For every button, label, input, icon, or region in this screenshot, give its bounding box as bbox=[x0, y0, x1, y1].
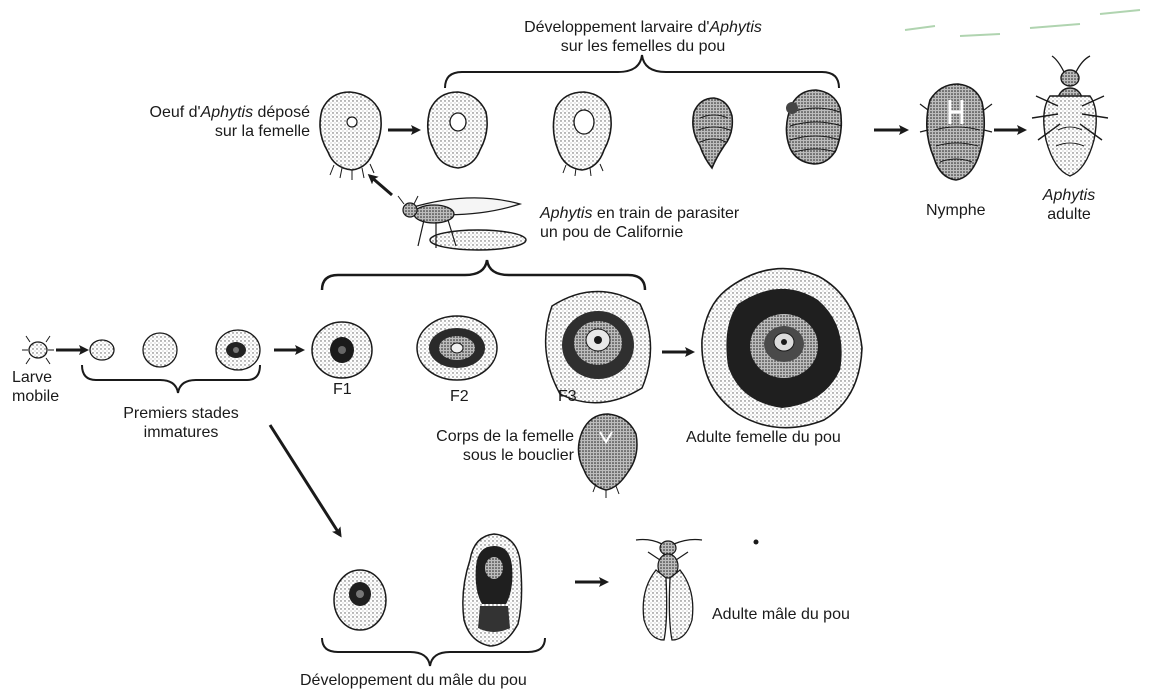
larval-development-title: Développement larvaire d'Aphytis sur les… bbox=[488, 18, 798, 56]
f3-label-text: F3 bbox=[558, 388, 577, 405]
adult-female-text: Adulte femelle du pou bbox=[686, 429, 841, 446]
early-stage-3-figure bbox=[216, 330, 260, 370]
f2-figure bbox=[417, 316, 497, 380]
parasitizing-line2: un pou de Californie bbox=[540, 224, 683, 241]
larval-title-text: Développement larvaire d' bbox=[524, 19, 709, 36]
adult-male-label: Adulte mâle du pou bbox=[712, 605, 850, 624]
arrow-early-to-male bbox=[270, 425, 340, 535]
adult-aphytis-name: Aphytis bbox=[1043, 187, 1095, 204]
adult-female-scale-figure bbox=[702, 269, 862, 428]
egg-label: Oeuf d'Aphytis déposé sur la femelle bbox=[96, 103, 310, 141]
nymph-figure bbox=[920, 84, 992, 180]
early-stage-2-figure bbox=[143, 333, 177, 367]
decorative-smudge bbox=[905, 10, 1140, 36]
egg-label-line2: sur la femelle bbox=[215, 123, 310, 140]
female-body-figure bbox=[578, 414, 637, 498]
parasitizing-aphytis: Aphytis bbox=[540, 205, 592, 222]
crawler-label: Larve mobile bbox=[12, 368, 59, 406]
bracket-male-development bbox=[322, 638, 545, 666]
larva-stage-1-figure bbox=[428, 92, 487, 168]
aphytis-adult-figure bbox=[1032, 56, 1108, 176]
nymph-label-text: Nymphe bbox=[926, 202, 986, 219]
female-body-line1: Corps de la femelle bbox=[436, 428, 574, 445]
adult-aphytis-label: Aphytis adulte bbox=[1024, 186, 1114, 224]
larva-stage-3-figure bbox=[693, 98, 732, 168]
early-stages-line2: immatures bbox=[144, 424, 219, 441]
larval-title-line2: sur les femelles du pou bbox=[561, 38, 726, 55]
larva-stage-4-figure bbox=[786, 90, 842, 164]
arrow-wasp-to-egg bbox=[370, 176, 392, 195]
female-body-label: Corps de la femelle sous le bouclier bbox=[398, 427, 574, 465]
egg-label-aphytis: Aphytis bbox=[201, 104, 253, 121]
parasitizing-text: en train de parasiter bbox=[592, 205, 739, 222]
crawler-label-line2: mobile bbox=[12, 388, 59, 405]
early-stages-line1: Premiers stades bbox=[123, 405, 239, 422]
egg-label-text: Oeuf d' bbox=[150, 104, 201, 121]
nymph-label: Nymphe bbox=[926, 201, 986, 220]
male-stage-1-figure bbox=[334, 570, 386, 630]
larval-title-aphytis: Aphytis bbox=[709, 19, 761, 36]
crawler-label-line1: Larve bbox=[12, 369, 52, 386]
parasitizing-label: Aphytis en train de parasiter un pou de … bbox=[540, 204, 739, 242]
f1-label: F1 bbox=[333, 380, 352, 399]
f1-label-text: F1 bbox=[333, 381, 352, 398]
male-development-text: Développement du mâle du pou bbox=[300, 672, 527, 689]
adult-female-label: Adulte femelle du pou bbox=[686, 428, 841, 447]
egg-label-deposited: déposé bbox=[253, 104, 310, 121]
f2-label: F2 bbox=[450, 387, 469, 406]
aphytis-parasitizing-figure bbox=[398, 196, 526, 250]
early-stages-label: Premiers stades immatures bbox=[96, 404, 266, 442]
bracket-female-stages bbox=[322, 260, 645, 290]
crawler-figure bbox=[22, 336, 54, 364]
egg-on-female-figure bbox=[320, 92, 381, 180]
larva-stage-2-figure bbox=[553, 92, 611, 176]
adult-male-scale-figure bbox=[636, 540, 759, 641]
bracket-larval-development bbox=[445, 55, 839, 88]
f3-figure bbox=[546, 291, 651, 402]
male-development-label: Développement du mâle du pou bbox=[300, 671, 527, 690]
f2-label-text: F2 bbox=[450, 388, 469, 405]
adult-male-text: Adulte mâle du pou bbox=[712, 606, 850, 623]
f1-figure bbox=[312, 322, 372, 378]
male-stage-2-figure bbox=[463, 534, 522, 646]
female-body-line2: sous le bouclier bbox=[463, 447, 574, 464]
adult-aphytis-text: adulte bbox=[1047, 206, 1091, 223]
f3-label: F3 bbox=[558, 387, 577, 406]
early-stage-1-figure bbox=[90, 340, 114, 360]
